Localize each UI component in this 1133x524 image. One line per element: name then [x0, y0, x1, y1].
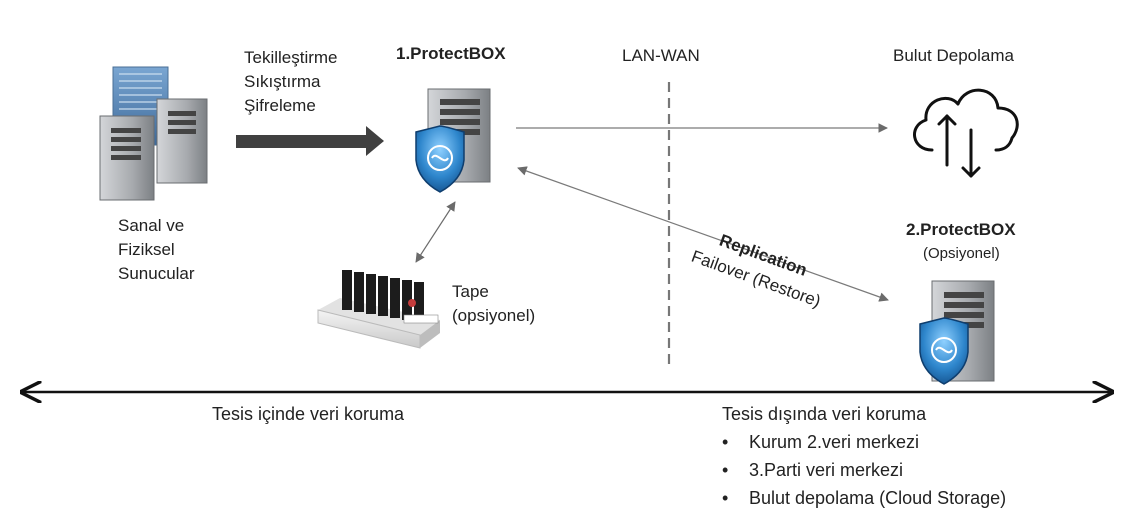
- onsite-label: Tesis içinde veri koruma: [212, 404, 405, 424]
- cloud-title: Bulut Depolama: [893, 46, 1014, 65]
- protectbox2-icon: [919, 280, 995, 385]
- tape-library-icon: [317, 270, 440, 349]
- bullet: •: [722, 432, 729, 452]
- offsite-label: Tesis dışında veri koruma: [722, 404, 927, 424]
- cloud-upload-download-icon: [913, 88, 1019, 178]
- replication-arrow: [517, 166, 889, 302]
- offsite-list: •Kurum 2.veri merkezi •3.Parti veri merk…: [722, 428, 1006, 512]
- list-item: •3.Parti veri merkezi: [722, 456, 1006, 484]
- process-steps: Tekilleştirme Sıkıştırma Şifreleme: [244, 46, 338, 118]
- process-arrow: [236, 126, 384, 156]
- tape-link-arrow: [415, 201, 456, 263]
- servers-label: Sanal ve Fiziksel Sunucular: [118, 216, 195, 283]
- list-item: •Bulut depolama (Cloud Storage): [722, 484, 1006, 512]
- list-item: •Kurum 2.veri merkezi: [722, 428, 1006, 456]
- lan-wan-label: LAN-WAN: [622, 46, 700, 65]
- step-dedup: Tekilleştirme: [244, 48, 338, 67]
- tape-label: Tape (opsiyonel): [452, 282, 536, 325]
- bullet: •: [722, 460, 729, 480]
- step-encrypt: Şifreleme: [244, 96, 316, 115]
- bullet: •: [722, 488, 729, 508]
- protectbox2-title: 2.ProtectBOX: [906, 220, 1016, 239]
- protectbox2-subtitle: (Opsiyonel): [923, 245, 1000, 262]
- step-compress: Sıkıştırma: [244, 72, 321, 91]
- protectbox1-title: 1.ProtectBOX: [396, 44, 506, 63]
- protectbox1-icon: [415, 88, 491, 193]
- servers-icon: [99, 66, 208, 201]
